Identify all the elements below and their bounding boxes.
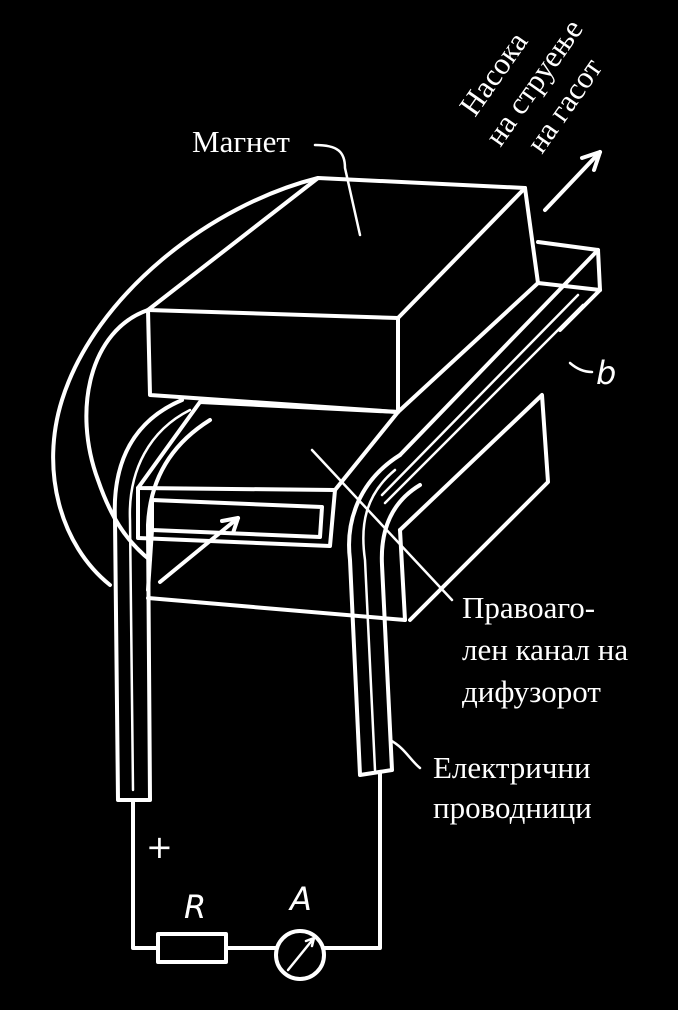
magnet-yoke bbox=[51, 176, 320, 587]
diffuser-channel bbox=[136, 400, 407, 622]
right-electrode bbox=[347, 453, 422, 777]
flow-direction-label: Насока на струење на гасот bbox=[452, 12, 609, 159]
lower-magnet-block bbox=[398, 393, 550, 622]
channel-top-plate bbox=[380, 240, 602, 505]
channel-label-line3: дифузорот bbox=[462, 674, 601, 709]
b-label: b bbox=[596, 354, 616, 392]
upper-magnet-block bbox=[146, 176, 540, 414]
resistor-label: R bbox=[184, 888, 206, 926]
plus-sign: + bbox=[146, 828, 173, 866]
resistor-symbol bbox=[156, 932, 228, 964]
ammeter-label: A bbox=[288, 880, 312, 918]
left-electrode bbox=[112, 398, 212, 802]
flow-arrows bbox=[158, 150, 602, 584]
leader-lines bbox=[310, 143, 594, 770]
wires-label-line2: проводници bbox=[433, 790, 592, 825]
wires-label-line1: Електрични bbox=[433, 750, 591, 785]
channel-label-line2: лен канал на bbox=[462, 632, 628, 667]
channel-label-line1: Правоаго- bbox=[462, 590, 595, 625]
ammeter-symbol bbox=[274, 929, 326, 981]
magnet-label: Магнет bbox=[192, 124, 290, 159]
external-circuit bbox=[131, 770, 382, 981]
